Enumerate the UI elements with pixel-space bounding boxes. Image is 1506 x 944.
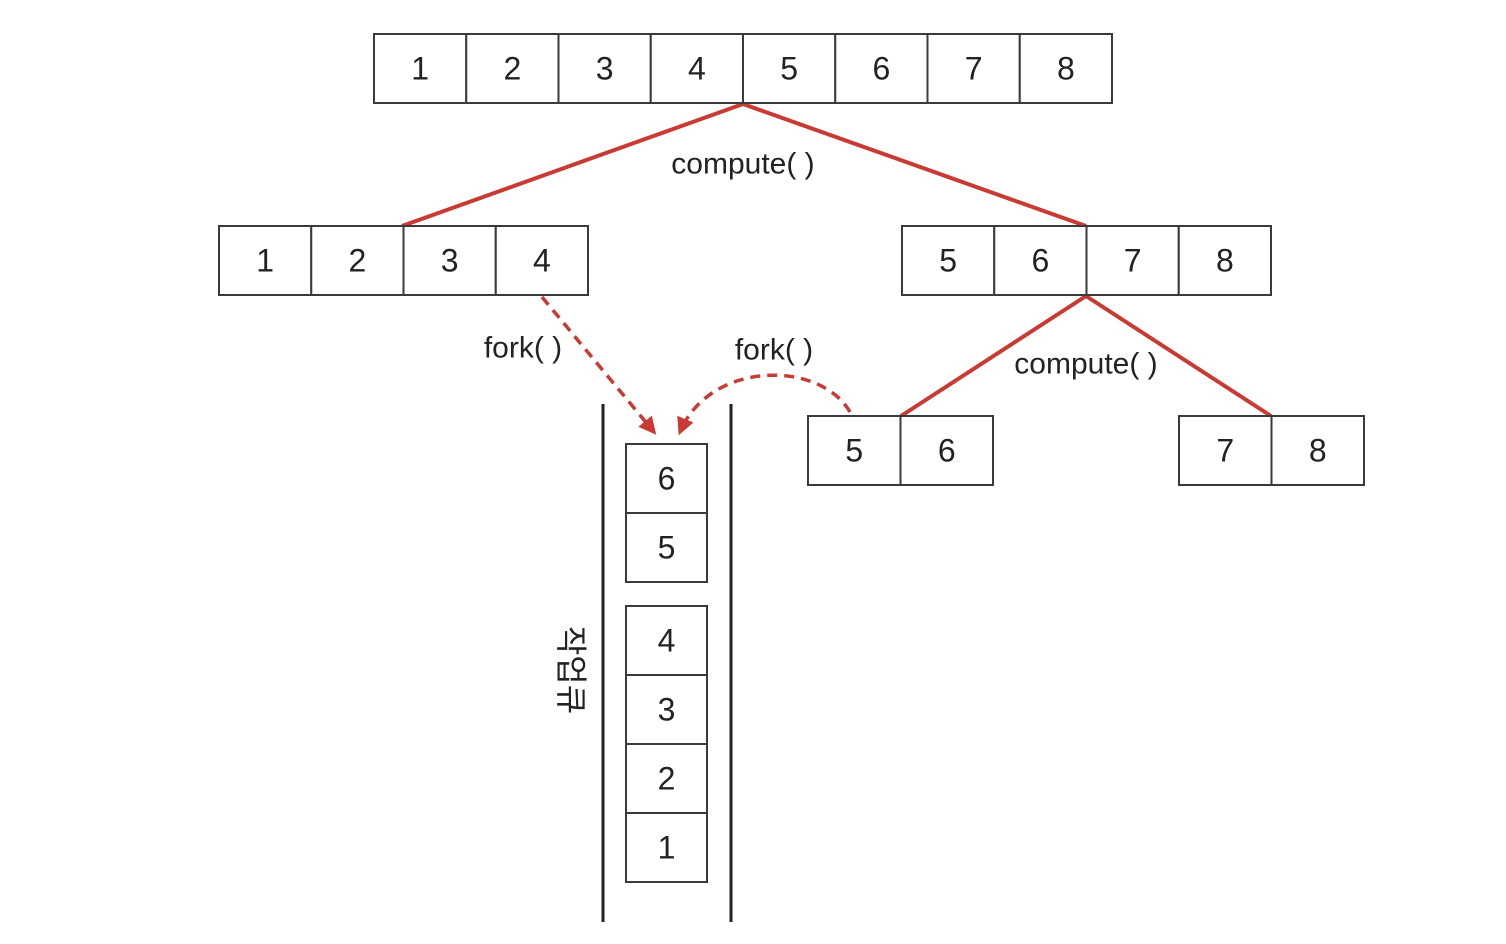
top-array-cell-value: 4 <box>688 51 706 87</box>
level1-left-cell: 3 <box>402 225 497 296</box>
level2-right-cell-box <box>1178 415 1273 486</box>
top-array-cell: 7 <box>926 33 1021 104</box>
level2-left-cell-value: 5 <box>845 433 863 469</box>
level1-left-cell-value: 4 <box>533 243 551 279</box>
compute-label-top: compute( ) <box>671 148 814 181</box>
split-lines <box>401 102 1273 418</box>
level1-left-cell-value: 2 <box>348 243 366 279</box>
level1-right-cell-box <box>1177 225 1272 296</box>
split-line-right-left <box>899 294 1088 418</box>
top-array-cell: 2 <box>465 33 560 104</box>
level2-left-cell-box <box>807 415 902 486</box>
level1-right-cell-box <box>901 225 996 296</box>
queue-bottom-cell-value: 2 <box>658 761 676 797</box>
top-array-cell-box <box>465 33 560 104</box>
fork-arrow-left <box>540 295 657 435</box>
level1-right-array: 5 6 7 8 <box>901 225 1272 296</box>
level1-right-cell-value: 6 <box>1031 243 1049 279</box>
top-array-cell: 4 <box>649 33 744 104</box>
compute-label-right: compute( ) <box>1014 348 1157 381</box>
queue-top-cell-value: 5 <box>658 530 676 566</box>
fork-arrows <box>540 295 852 436</box>
level2-right-cell: 7 <box>1178 415 1273 486</box>
top-array-cell-value: 6 <box>872 51 890 87</box>
level1-left-cell: 4 <box>494 225 589 296</box>
fork-arrow-right <box>677 373 852 436</box>
queue-top-cell: 6 <box>625 443 708 514</box>
level1-left-cell-value: 3 <box>441 243 459 279</box>
work-queue-title: 작업큐 <box>552 626 590 714</box>
fork-label-left: fork( ) <box>484 332 562 365</box>
level2-right-cell: 8 <box>1270 415 1365 486</box>
level1-left-cell: 2 <box>310 225 405 296</box>
queue-bottom-cell-box <box>625 605 708 676</box>
level1-right-cell: 5 <box>901 225 996 296</box>
level1-right-cell: 8 <box>1177 225 1272 296</box>
queue-bottom-cell-value: 4 <box>658 623 676 659</box>
level1-right-cell-value: 5 <box>939 243 957 279</box>
top-array-cell-value: 7 <box>965 51 983 87</box>
level1-right-cell-box <box>1085 225 1180 296</box>
level1-right-cell: 6 <box>993 225 1088 296</box>
queue-top-cell-box <box>625 443 708 514</box>
top-array-cell: 8 <box>1018 33 1113 104</box>
top-array-cell-value: 2 <box>503 51 521 87</box>
level1-left-cell-box <box>402 225 497 296</box>
level2-right-cell-value: 7 <box>1216 433 1234 469</box>
level1-right-cell: 7 <box>1085 225 1180 296</box>
top-array-cell: 3 <box>557 33 652 104</box>
queue-top-cell-box <box>625 512 708 583</box>
top-array-cell: 5 <box>742 33 837 104</box>
level1-left-cell-value: 1 <box>256 243 274 279</box>
queue-bottom-cell: 2 <box>625 743 708 814</box>
level2-left-cell-value: 6 <box>938 433 956 469</box>
top-array-cell: 1 <box>373 33 468 104</box>
fork-label-right: fork( ) <box>735 334 813 367</box>
level2-left-cell: 6 <box>899 415 994 486</box>
level1-left-array: 1 2 3 4 <box>218 225 589 296</box>
top-array-cell-box <box>557 33 652 104</box>
split-line-top-right <box>742 102 1087 228</box>
queue-top-cell-value: 6 <box>658 461 676 497</box>
queue-bottom-cell: 3 <box>625 674 708 745</box>
top-array-cell-value: 3 <box>596 51 614 87</box>
level1-left-cell-box <box>494 225 589 296</box>
level2-right-cell-value: 8 <box>1309 433 1327 469</box>
top-array-cell-box <box>742 33 837 104</box>
top-array-cell-box <box>1018 33 1113 104</box>
top-array-cell-value: 1 <box>411 51 429 87</box>
queue-bottom-cell-value: 3 <box>658 692 676 728</box>
top-array-cell-box <box>373 33 468 104</box>
queue-bottom-cell: 1 <box>625 812 708 883</box>
queue-top-cell: 5 <box>625 512 708 583</box>
split-line-right-right <box>1084 294 1273 418</box>
top-array: 1 2 3 4 5 6 7 8 <box>373 33 1113 104</box>
queue-bottom-cell-box <box>625 812 708 883</box>
split-line-top-left <box>401 102 744 228</box>
level1-left-cell: 1 <box>218 225 313 296</box>
top-array-cell: 6 <box>834 33 929 104</box>
level2-left-cell: 5 <box>807 415 902 486</box>
top-array-cell-value: 8 <box>1057 51 1075 87</box>
level1-right-cell-value: 8 <box>1216 243 1234 279</box>
level2-right-cell-box <box>1270 415 1365 486</box>
top-array-cell-value: 5 <box>780 51 798 87</box>
level2-left-cell-box <box>899 415 994 486</box>
level1-right-cell-value: 7 <box>1124 243 1142 279</box>
top-array-cell-box <box>926 33 1021 104</box>
queue-bottom-cell-value: 1 <box>658 830 676 866</box>
level1-left-cell-box <box>218 225 313 296</box>
queue-bottom-group: 4 3 2 1 <box>625 605 708 883</box>
queue-bottom-cell: 4 <box>625 605 708 676</box>
queue-top-group: 65 <box>625 443 708 583</box>
